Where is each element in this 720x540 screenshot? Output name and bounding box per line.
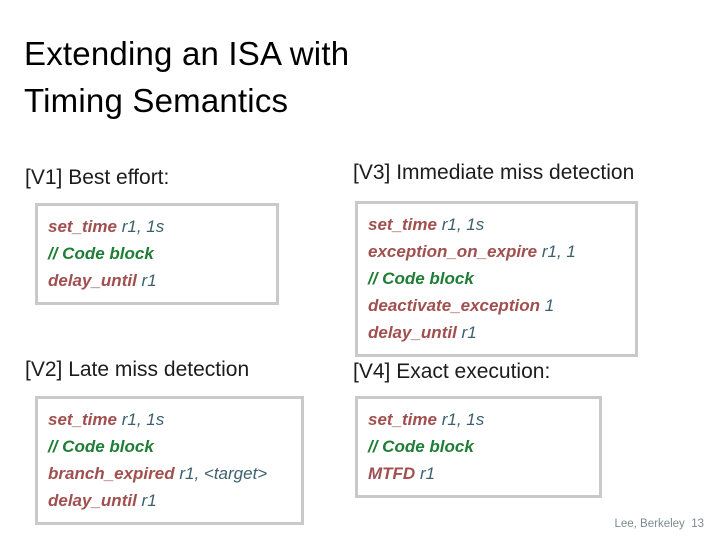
section-heading-v1: [V1] Best effort: xyxy=(25,166,170,189)
code-segment-operand: r1 xyxy=(415,464,436,483)
code-segment-operand: r1, 1s xyxy=(116,217,165,236)
section-heading-v2: [V2] Late miss detection xyxy=(25,358,250,381)
code-line: deactivate_exception 1 xyxy=(368,292,625,319)
code-segment-keyword: exception_on_expire xyxy=(368,242,538,261)
code-segment-operand: r1, 1s xyxy=(436,215,485,234)
slide-title-line-2: Timing Semantics xyxy=(24,82,289,119)
code-segment-keyword: deactivate_exception xyxy=(368,296,540,315)
code-line: set_time r1, 1s xyxy=(368,406,589,433)
footer-credit: Lee, Berkeley 13 xyxy=(614,518,704,530)
code-line: // Code block xyxy=(368,433,589,460)
code-line: set_time r1, 1s xyxy=(368,211,625,238)
code-segment-keyword: set_time xyxy=(368,215,437,234)
code-line: set_time r1, 1s xyxy=(48,406,291,433)
code-box-v1: set_time r1, 1s // Code block delay_until … xyxy=(35,203,279,305)
code-segment-comment: // Code block xyxy=(48,244,154,263)
code-segment-keyword: set_time xyxy=(48,217,117,236)
section-heading-v4: [V4] Exact execution: xyxy=(353,360,551,383)
code-line: set_time r1, 1s xyxy=(48,213,266,240)
code-line: branch_expired r1, <target> xyxy=(48,460,291,487)
code-segment-operand: 1 xyxy=(539,296,555,315)
code-segment-operand: r1 xyxy=(456,323,477,342)
code-segment-keyword: set_time xyxy=(368,410,437,429)
code-segment-operand: r1 xyxy=(136,271,157,290)
code-segment-keyword: delay_until xyxy=(48,491,137,510)
footer-author: Lee, Berkeley xyxy=(614,518,685,530)
code-segment-operand: r1 xyxy=(136,491,157,510)
slide-title: Extending an ISA with Timing Semantics xyxy=(24,30,349,124)
code-line: // Code block xyxy=(48,433,291,460)
code-segment-comment: // Code block xyxy=(368,269,474,288)
code-line: delay_until r1 xyxy=(48,267,266,294)
code-segment-comment: // Code block xyxy=(368,437,474,456)
code-line: exception_on_expire r1, 1 xyxy=(368,238,625,265)
code-line: delay_until r1 xyxy=(368,319,625,346)
slide-title-line-1: Extending an ISA with xyxy=(24,35,350,72)
code-line: // Code block xyxy=(48,240,266,267)
code-segment-keyword: set_time xyxy=(48,410,117,429)
code-segment-keyword: delay_until xyxy=(368,323,457,342)
code-segment-keyword: delay_until xyxy=(48,271,137,290)
code-segment-operand: r1, 1s xyxy=(116,410,165,429)
code-line: // Code block xyxy=(368,265,625,292)
code-segment-keyword: branch_expired xyxy=(48,464,175,483)
code-line: delay_until r1 xyxy=(48,487,291,514)
code-segment-keyword: MTFD xyxy=(368,464,416,483)
footer-page-number: 13 xyxy=(691,518,704,530)
code-segment-operand: r1, 1s xyxy=(436,410,485,429)
code-segment-operand: r1, 1 xyxy=(537,242,576,261)
code-line: MTFD r1 xyxy=(368,460,589,487)
code-segment-operand: r1, <target> xyxy=(174,464,268,483)
code-box-v2: set_time r1, 1s // Code block branch_expir… xyxy=(35,396,304,525)
code-segment-comment: // Code block xyxy=(48,437,154,456)
section-heading-v3: [V3] Immediate miss detection xyxy=(353,161,635,184)
